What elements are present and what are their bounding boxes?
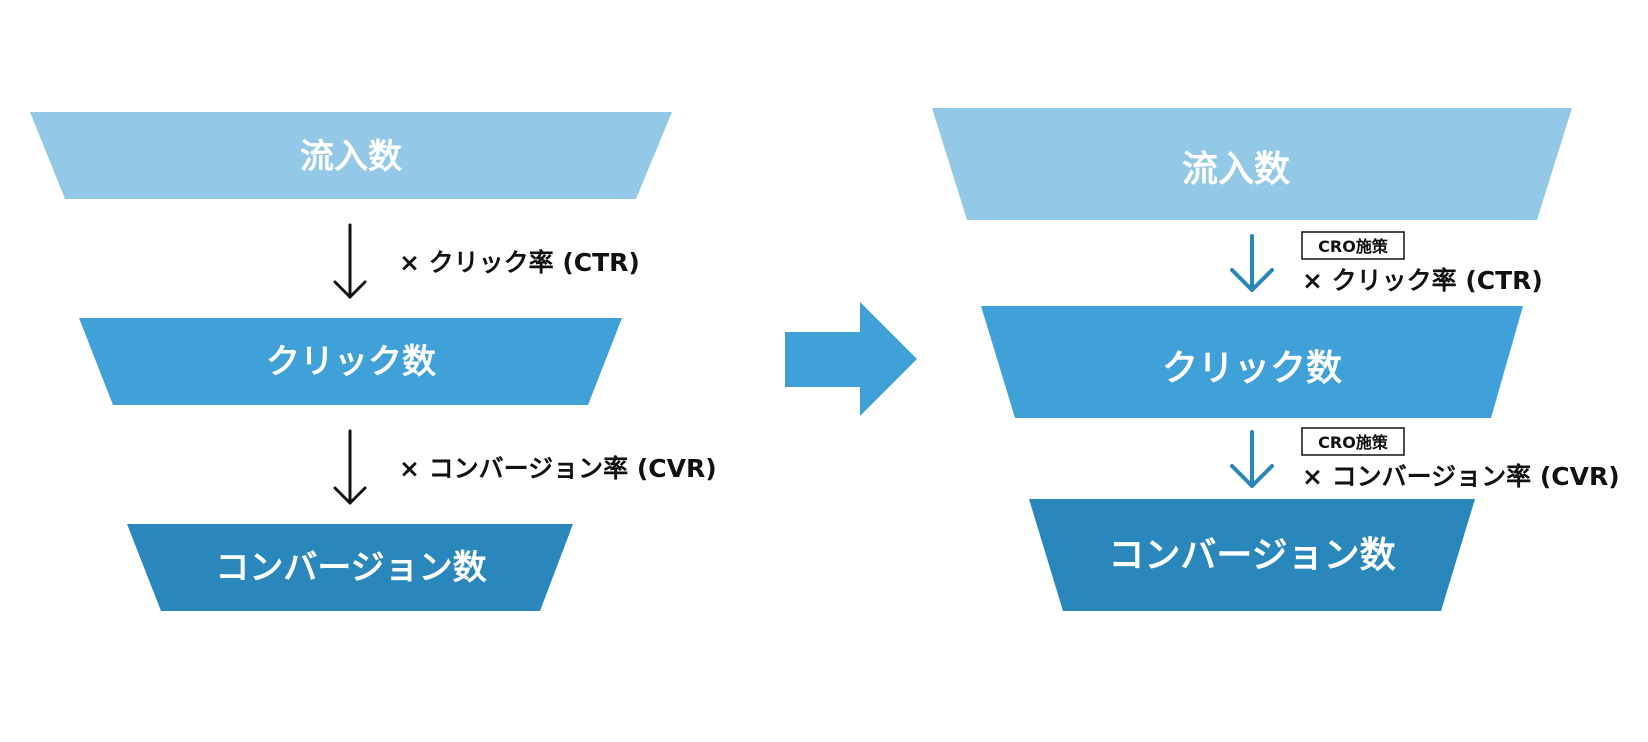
before-rate-2: × コンバージョン率 (CVR) (333, 429, 717, 505)
down-arrow-icon (333, 223, 367, 299)
down-arrow-icon (1230, 234, 1274, 292)
cro-tag-box (1301, 427, 1405, 456)
after-tier-3-label: コンバージョン数 (1108, 535, 1395, 576)
before-ctr-label: × クリック率 (CTR) (399, 248, 640, 277)
before-tier-3-label: コンバージョン数 (215, 548, 486, 588)
after-tier-2-shape (981, 306, 1523, 418)
down-arrow-icon (333, 429, 367, 505)
after-funnel: 流入数 CRO施策 × クリック率 (CTR) クリック数 CRO施策 (932, 108, 1620, 611)
cro-tag: CRO施策 (1301, 427, 1405, 456)
cro-tag-label: CRO施策 (1318, 237, 1389, 256)
before-funnel: 流入数 × クリック率 (CTR) クリック数 × コンバージョン率 (CVR)… (30, 112, 717, 611)
down-arrow-icon (1230, 430, 1274, 488)
before-tier-1-label: 流入数 (300, 137, 402, 177)
before-rate-1: × クリック率 (CTR) (333, 223, 640, 299)
before-tier-3-shape (127, 524, 573, 611)
after-rate-2: CRO施策 × コンバージョン率 (CVR) (1230, 427, 1620, 491)
after-cvr-label: × コンバージョン率 (CVR) (1302, 462, 1620, 491)
after-tier-3-shape (1029, 499, 1475, 611)
cro-tag-box (1301, 231, 1405, 260)
cro-tag: CRO施策 (1301, 231, 1405, 260)
before-tier-1-shape (30, 112, 672, 199)
after-rate-1: CRO施策 × クリック率 (CTR) (1230, 231, 1543, 295)
before-tier-2-shape (79, 318, 622, 405)
after-ctr-label: × クリック率 (CTR) (1302, 266, 1543, 295)
after-tier-1-label: 流入数 (1182, 149, 1290, 190)
right-arrow-icon (785, 302, 917, 416)
after-tier-2-label: クリック数 (1162, 348, 1342, 389)
cro-tag-label: CRO施策 (1318, 433, 1389, 452)
after-tier-1-shape (932, 108, 1572, 220)
before-tier-2-label: クリック数 (266, 342, 436, 382)
before-cvr-label: × コンバージョン率 (CVR) (399, 454, 717, 483)
